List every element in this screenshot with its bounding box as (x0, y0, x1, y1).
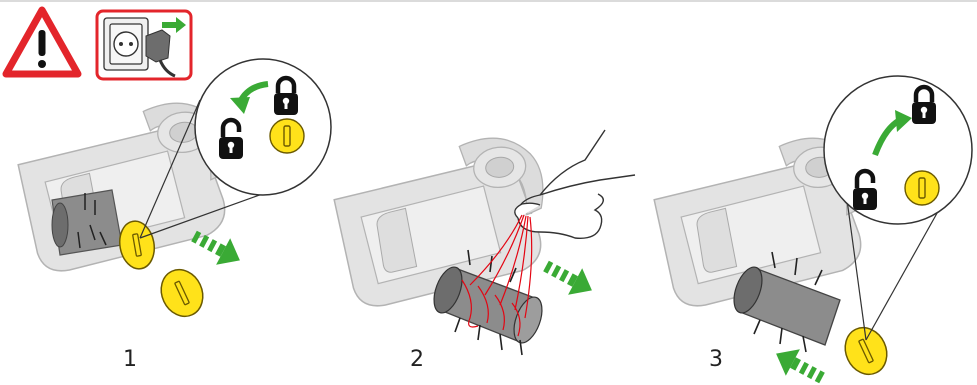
coin-slot-icon (904, 170, 940, 206)
unplug-icon (95, 9, 193, 81)
arrow-icon (230, 81, 269, 114)
step3-illustration (648, 132, 888, 385)
brush-roll-icon (733, 251, 841, 353)
hand-icon (514, 129, 636, 239)
warning-icon (2, 6, 82, 78)
zoom-circle-3 (823, 75, 973, 341)
step-number-3: 3 (709, 347, 723, 372)
brush-roll-icon (51, 189, 123, 256)
arrow-icon (769, 340, 830, 385)
hair-strands (461, 214, 533, 337)
step-number-1: 1 (123, 347, 137, 372)
step1-illustration (12, 97, 247, 318)
step-number-2: 2 (410, 347, 424, 372)
step2-illustration (328, 129, 636, 356)
coin-slot-icon (269, 118, 305, 154)
arrow-icon (538, 252, 599, 304)
zoom-circle-1 (139, 58, 332, 239)
arrow-icon (872, 110, 912, 157)
